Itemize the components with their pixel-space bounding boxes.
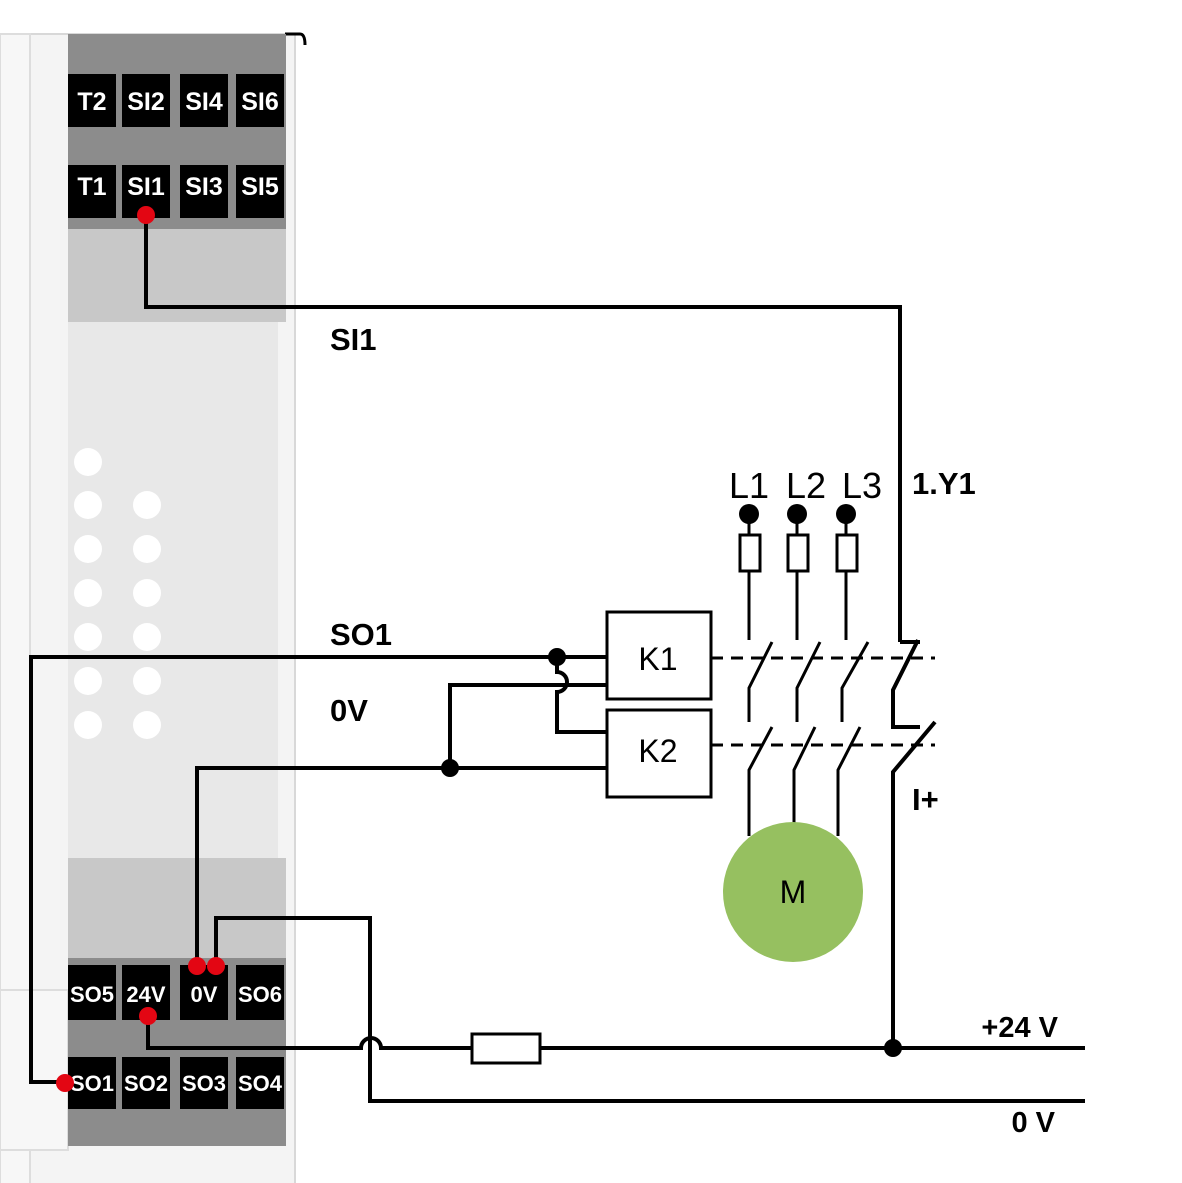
junctions <box>441 648 902 1057</box>
fuse-24v <box>470 1032 542 1065</box>
terminal-so2[interactable] <box>122 1057 170 1109</box>
terminal-so1[interactable] <box>68 1057 116 1109</box>
led-indicator <box>74 623 102 651</box>
led-indicator <box>133 491 161 519</box>
contact-y1-nc1 <box>891 639 920 729</box>
wire-0v-rail <box>214 916 1085 1103</box>
led-indicator <box>133 667 161 695</box>
terminal-label: SI2 <box>127 88 165 116</box>
terminal-0v[interactable] <box>180 965 228 1020</box>
terminal-label: 24V <box>126 982 165 1007</box>
terminal-label: SO4 <box>238 1071 283 1096</box>
k1-label: K1 <box>638 641 677 677</box>
module-clip <box>285 32 307 46</box>
k2-label: K2 <box>638 733 677 769</box>
wire-si1 <box>144 215 902 642</box>
led-indicator <box>133 535 161 563</box>
led-indicators <box>74 448 161 739</box>
terminal-label: SO5 <box>70 982 114 1007</box>
terminal-label: SI6 <box>241 88 279 116</box>
contact-k1-l3 <box>840 641 870 722</box>
motor-label: M <box>780 874 807 910</box>
terminal-si4[interactable] <box>180 74 228 127</box>
led-indicator <box>74 579 102 607</box>
contact-k1-l1 <box>747 641 774 722</box>
wire-0v-k1 <box>448 683 607 768</box>
connection-dot-si1 <box>137 206 155 224</box>
led-indicator <box>74 491 102 519</box>
contactors: K1 K2 <box>605 610 935 799</box>
junction-dot <box>441 759 459 777</box>
wire-so1 <box>29 655 607 1084</box>
terminal-label: T1 <box>77 173 106 201</box>
label-i-plus: I+ <box>912 782 939 817</box>
wires <box>29 215 1085 1103</box>
terminal-label: SI1 <box>127 173 165 201</box>
connection-dot-so1 <box>56 1074 74 1092</box>
connection-dot-0v-a <box>188 957 206 975</box>
terminal-t1[interactable] <box>68 165 116 218</box>
terminal-so4[interactable] <box>236 1057 284 1109</box>
contact-k2-l1 <box>747 726 774 836</box>
terminal-label: SO6 <box>238 982 282 1007</box>
contactor-k1 <box>605 610 713 701</box>
connection-dot-24v <box>139 1007 157 1025</box>
contactor-k2 <box>605 708 713 799</box>
fuse-l2 <box>786 533 810 573</box>
terminal-so6[interactable] <box>236 965 284 1020</box>
led-indicator <box>133 579 161 607</box>
junction-dot <box>548 648 566 666</box>
connection-points <box>56 206 225 1092</box>
label-1y1: 1.Y1 <box>912 466 976 501</box>
terminal-label: SI3 <box>185 173 223 201</box>
bottom-terminal-block: SO5 24V 0V SO6 SO1 SO2 SO3 SO4 <box>68 858 286 1146</box>
motor <box>723 822 863 962</box>
junction-dot <box>884 1039 902 1057</box>
terminal-so5[interactable] <box>68 965 116 1020</box>
terminal-si5[interactable] <box>236 165 284 218</box>
led-indicator <box>133 711 161 739</box>
top-terminal-block: T2 SI2 SI4 SI6 T1 SI1 SI3 SI5 <box>68 34 286 322</box>
label-l2: L2 <box>786 465 826 506</box>
power-circuit: M <box>723 504 870 962</box>
label-l3: L3 <box>842 465 882 506</box>
label-0v-rail: 0 V <box>1011 1107 1055 1139</box>
diagram-labels: SI1 SO1 0V 1.Y1 I+ +24 V 0 V L1 L2 L3 <box>330 322 1059 1139</box>
terminal-si6[interactable] <box>236 74 284 127</box>
terminal-label: SI5 <box>241 173 279 201</box>
label-l1: L1 <box>729 465 769 506</box>
led-indicator <box>133 623 161 651</box>
contact-k2-l3 <box>836 726 862 836</box>
fuse-l3 <box>835 533 859 573</box>
terminal-label: 0V <box>191 982 218 1007</box>
module-front-panel <box>68 320 278 865</box>
terminal-so3[interactable] <box>180 1057 228 1109</box>
wire-0v-k2 <box>195 766 607 966</box>
terminal-label: SO1 <box>70 1071 114 1096</box>
label-so1: SO1 <box>330 617 392 652</box>
label-0v: 0V <box>330 693 368 728</box>
label-si1: SI1 <box>330 322 377 357</box>
terminal-label: SI4 <box>185 88 223 116</box>
bottom-terminal-top <box>68 858 286 958</box>
terminal-t2[interactable] <box>68 74 116 127</box>
contact-k1-l2 <box>795 641 822 722</box>
contact-y1-nc2 <box>891 720 937 1048</box>
label-plus24v: +24 V <box>981 1012 1058 1044</box>
led-indicator <box>74 448 102 476</box>
fuse-l1 <box>738 533 762 573</box>
terminal-si2[interactable] <box>122 74 170 127</box>
wire-so1-k2 <box>555 657 607 734</box>
connection-dot-0v-b <box>207 957 225 975</box>
contact-k2-l2 <box>792 726 817 825</box>
module-lower-side <box>0 989 69 1151</box>
terminal-si3[interactable] <box>180 165 228 218</box>
led-indicator <box>74 535 102 563</box>
terminal-label: SO2 <box>124 1071 168 1096</box>
led-indicator <box>74 711 102 739</box>
terminal-label: SO3 <box>182 1071 226 1096</box>
terminal-label: T2 <box>77 88 106 116</box>
led-indicator <box>74 667 102 695</box>
